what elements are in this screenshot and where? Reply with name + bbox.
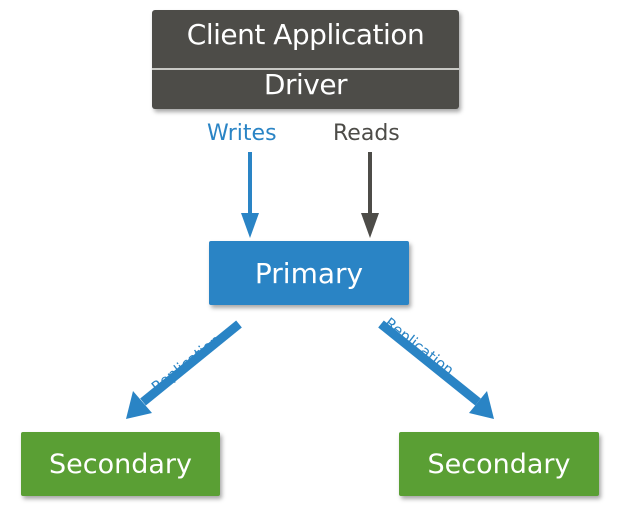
client-stack: Client Application Driver — [152, 10, 459, 109]
reads-label: Reads — [333, 121, 400, 146]
secondary-node-left: Secondary — [21, 432, 220, 496]
stack-divider — [152, 68, 459, 70]
client-application-label: Client Application — [186, 18, 425, 51]
primary-node: Primary — [209, 241, 409, 305]
writes-arrow — [241, 152, 259, 238]
replication-left-arrow — [126, 320, 242, 419]
replication-right-arrow — [378, 320, 494, 419]
secondary-node-right: Secondary — [399, 432, 599, 496]
writes-label: Writes — [207, 121, 277, 146]
reads-arrow — [361, 152, 379, 238]
driver-label: Driver — [263, 68, 348, 101]
